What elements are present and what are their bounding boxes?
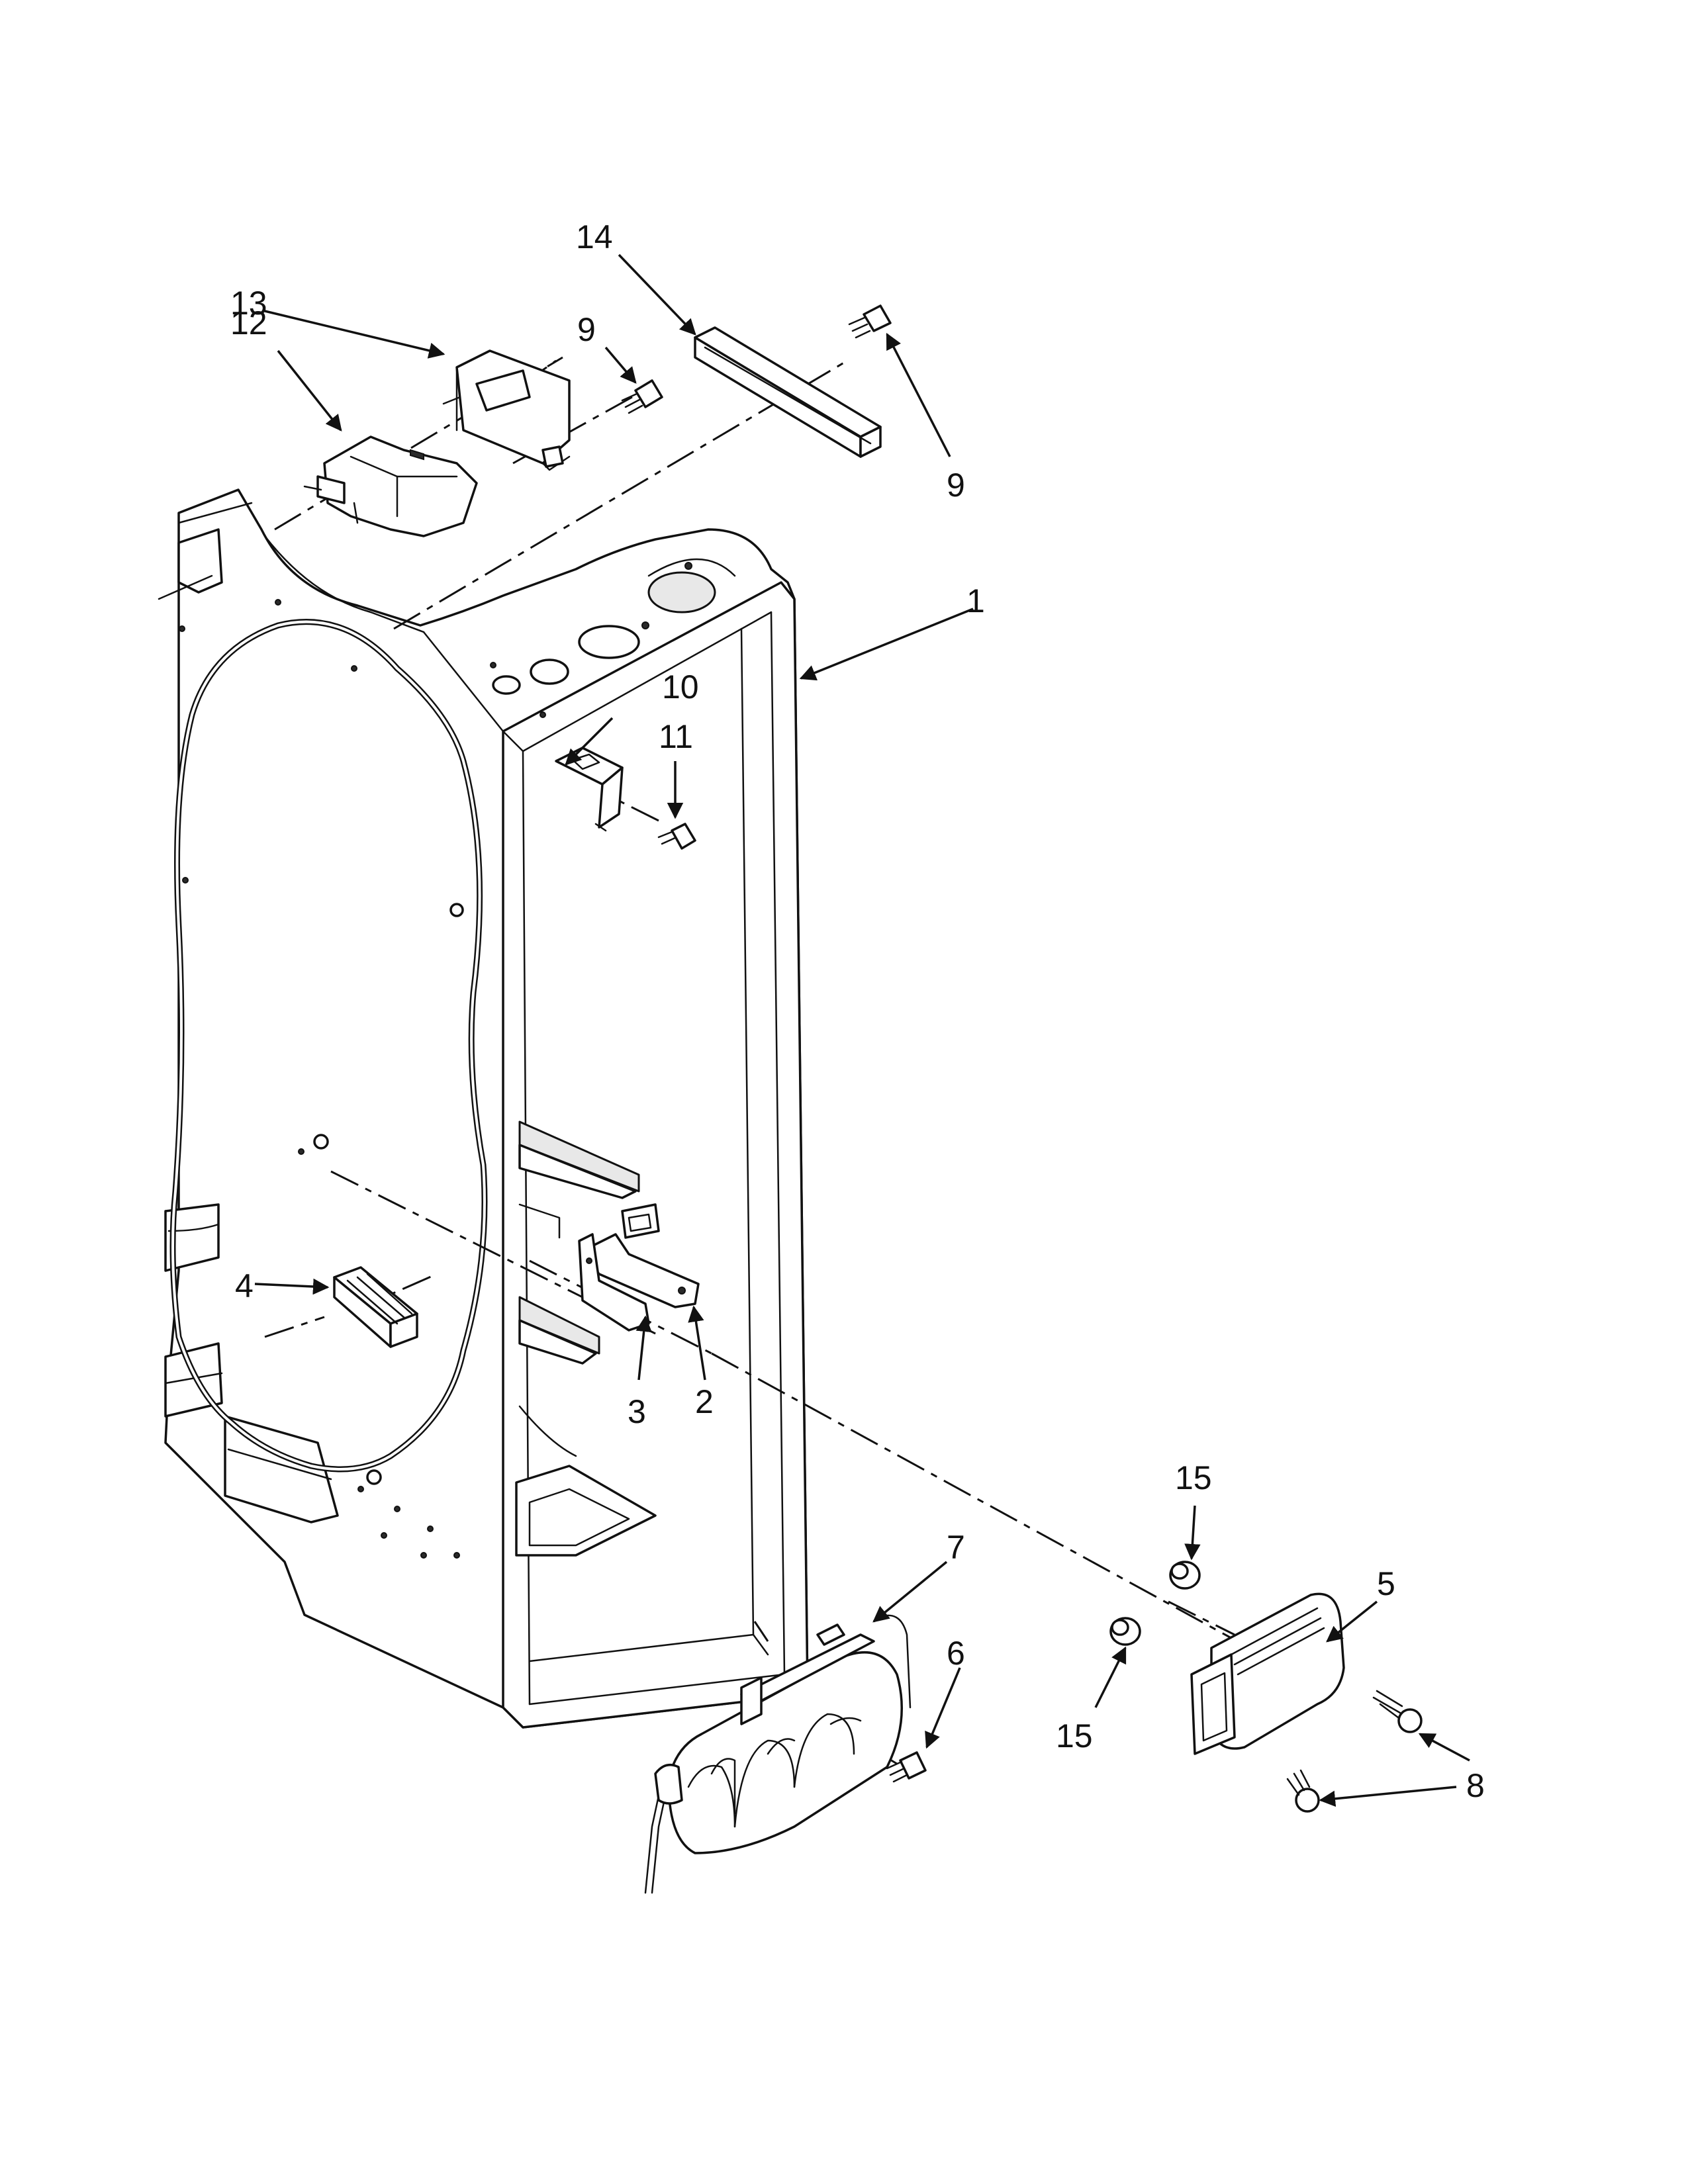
- part-8-screw-upper: [1372, 1690, 1423, 1733]
- callout-10: 10: [662, 668, 699, 705]
- part-5-light-housing: [1190, 1592, 1345, 1755]
- callout-11: 11: [659, 718, 693, 755]
- cabinet-liner: [158, 488, 809, 1729]
- part-14-rail: [694, 326, 882, 458]
- callout-9-right: 9: [947, 467, 965, 504]
- part-9-screw-right: [848, 304, 892, 339]
- part-13-bracket: [442, 349, 571, 471]
- part-12-control-housing: [303, 435, 478, 537]
- part-11-screw: [657, 823, 696, 850]
- callout-5: 5: [1377, 1565, 1395, 1602]
- leaders: [254, 253, 1470, 1807]
- callout-1: 1: [966, 582, 985, 619]
- part-4-vent: [333, 1266, 418, 1348]
- callout-15-upper: 15: [1175, 1459, 1212, 1496]
- callout-4: 4: [235, 1267, 254, 1304]
- part-15-socket-upper: [1169, 1561, 1201, 1590]
- callout-9-upper: 9: [577, 311, 596, 348]
- callout-13: 13: [230, 285, 267, 322]
- part-2-bracket: [581, 1203, 700, 1308]
- part-15-socket-lower: [1109, 1617, 1141, 1646]
- callout-12: 12: [230, 304, 267, 341]
- part-8-screw-lower: [1286, 1769, 1320, 1813]
- callout-14: 14: [576, 218, 613, 255]
- callout-2: 2: [695, 1383, 714, 1420]
- part-6-screw: [886, 1751, 927, 1783]
- callout-8: 8: [1466, 1767, 1485, 1804]
- part-9-screw-left: [621, 379, 663, 414]
- callout-7: 7: [947, 1529, 965, 1566]
- callout-labels: 1 2 3 4 5 6 7 8 9 9 10 11 12 13 14 15 15: [230, 218, 1485, 1804]
- callout-15-lower: 15: [1056, 1717, 1093, 1754]
- part-7-evaporator: [644, 1614, 912, 1894]
- door-gasket: [169, 619, 488, 1473]
- callout-6: 6: [947, 1635, 965, 1672]
- part-3-strip: [578, 1233, 650, 1332]
- callout-3: 3: [628, 1393, 646, 1430]
